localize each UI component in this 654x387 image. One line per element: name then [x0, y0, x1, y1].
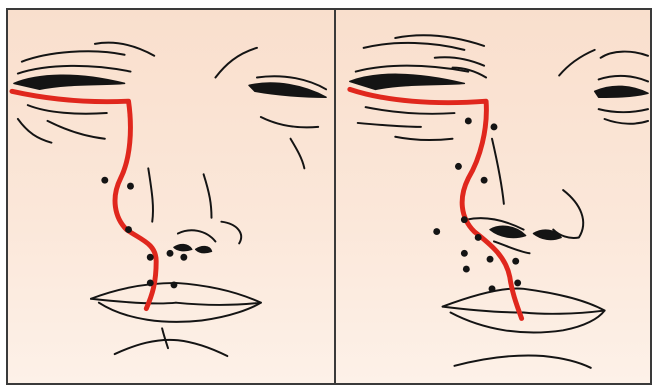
nose-bridge-left	[492, 139, 504, 204]
marker-dot	[465, 118, 472, 125]
nose-ala-right	[221, 222, 241, 244]
marker-dot	[514, 279, 521, 286]
nose-bridge-right	[204, 174, 212, 217]
marker-dot	[127, 183, 134, 190]
marker-dot	[512, 258, 519, 265]
right-eyebag-line-2	[605, 119, 648, 124]
left-eyebag-line-1	[366, 107, 455, 114]
face-sketch-right	[336, 10, 650, 383]
lip-line	[443, 307, 524, 313]
face-panel-left	[6, 8, 336, 385]
chin-line	[454, 355, 590, 367]
left-brow-wrinkle-1	[435, 57, 484, 65]
face-panel-right	[334, 8, 652, 385]
marker-dot	[101, 177, 108, 184]
nostril-right	[533, 230, 561, 239]
right-eye-crease	[599, 76, 648, 82]
marker-dot	[171, 281, 178, 288]
marker-dot	[455, 163, 462, 170]
marker-dot	[463, 266, 470, 273]
left-eyebrow	[364, 43, 465, 50]
right-cheek-line	[291, 139, 305, 169]
marker-dot	[491, 123, 498, 130]
marker-dot	[147, 279, 154, 286]
marker-dot	[125, 226, 132, 233]
left-eye-crease	[356, 66, 469, 72]
marker-dot	[461, 250, 468, 257]
nostril-right	[196, 247, 212, 253]
incision-line	[12, 91, 156, 308]
left-eyelid	[14, 75, 125, 89]
left-eyebag-line-2	[358, 123, 421, 127]
right-eyebrow	[559, 50, 595, 76]
right-eyebag-line-1	[599, 109, 648, 112]
marker-dot	[481, 177, 488, 184]
nose-base	[178, 230, 216, 241]
right-eyebrow-upper	[601, 52, 648, 58]
chin-center	[162, 328, 168, 348]
marker-dot	[433, 228, 440, 235]
face-sketch-left	[8, 10, 334, 383]
lip-line	[91, 299, 176, 304]
marker-dot	[487, 256, 494, 263]
left-eyelid	[350, 74, 465, 89]
marker-dot	[167, 250, 174, 257]
right-eyebrow	[215, 48, 256, 78]
left-eyebag-line-2	[48, 121, 105, 139]
marker-dot	[147, 254, 154, 261]
right-eyelid	[249, 83, 326, 97]
right-eyebag-line	[261, 117, 318, 127]
marker-dot	[475, 234, 482, 241]
left-eyebrow	[22, 51, 125, 61]
right-eyelid	[595, 86, 648, 97]
lower-lip	[99, 303, 261, 322]
left-eyebag-line-3	[18, 119, 52, 143]
left-eyebag-line-3	[395, 137, 452, 140]
nostril-left	[174, 245, 192, 251]
left-eyebag-line-1	[28, 105, 107, 114]
chin-line	[115, 340, 228, 356]
nose-ala-right	[553, 190, 583, 238]
marker-dot	[180, 254, 187, 261]
marker-dot	[489, 285, 496, 292]
marker-dot	[461, 216, 468, 223]
left-eye-crease	[18, 66, 131, 74]
nose-bridge-left	[148, 168, 153, 221]
